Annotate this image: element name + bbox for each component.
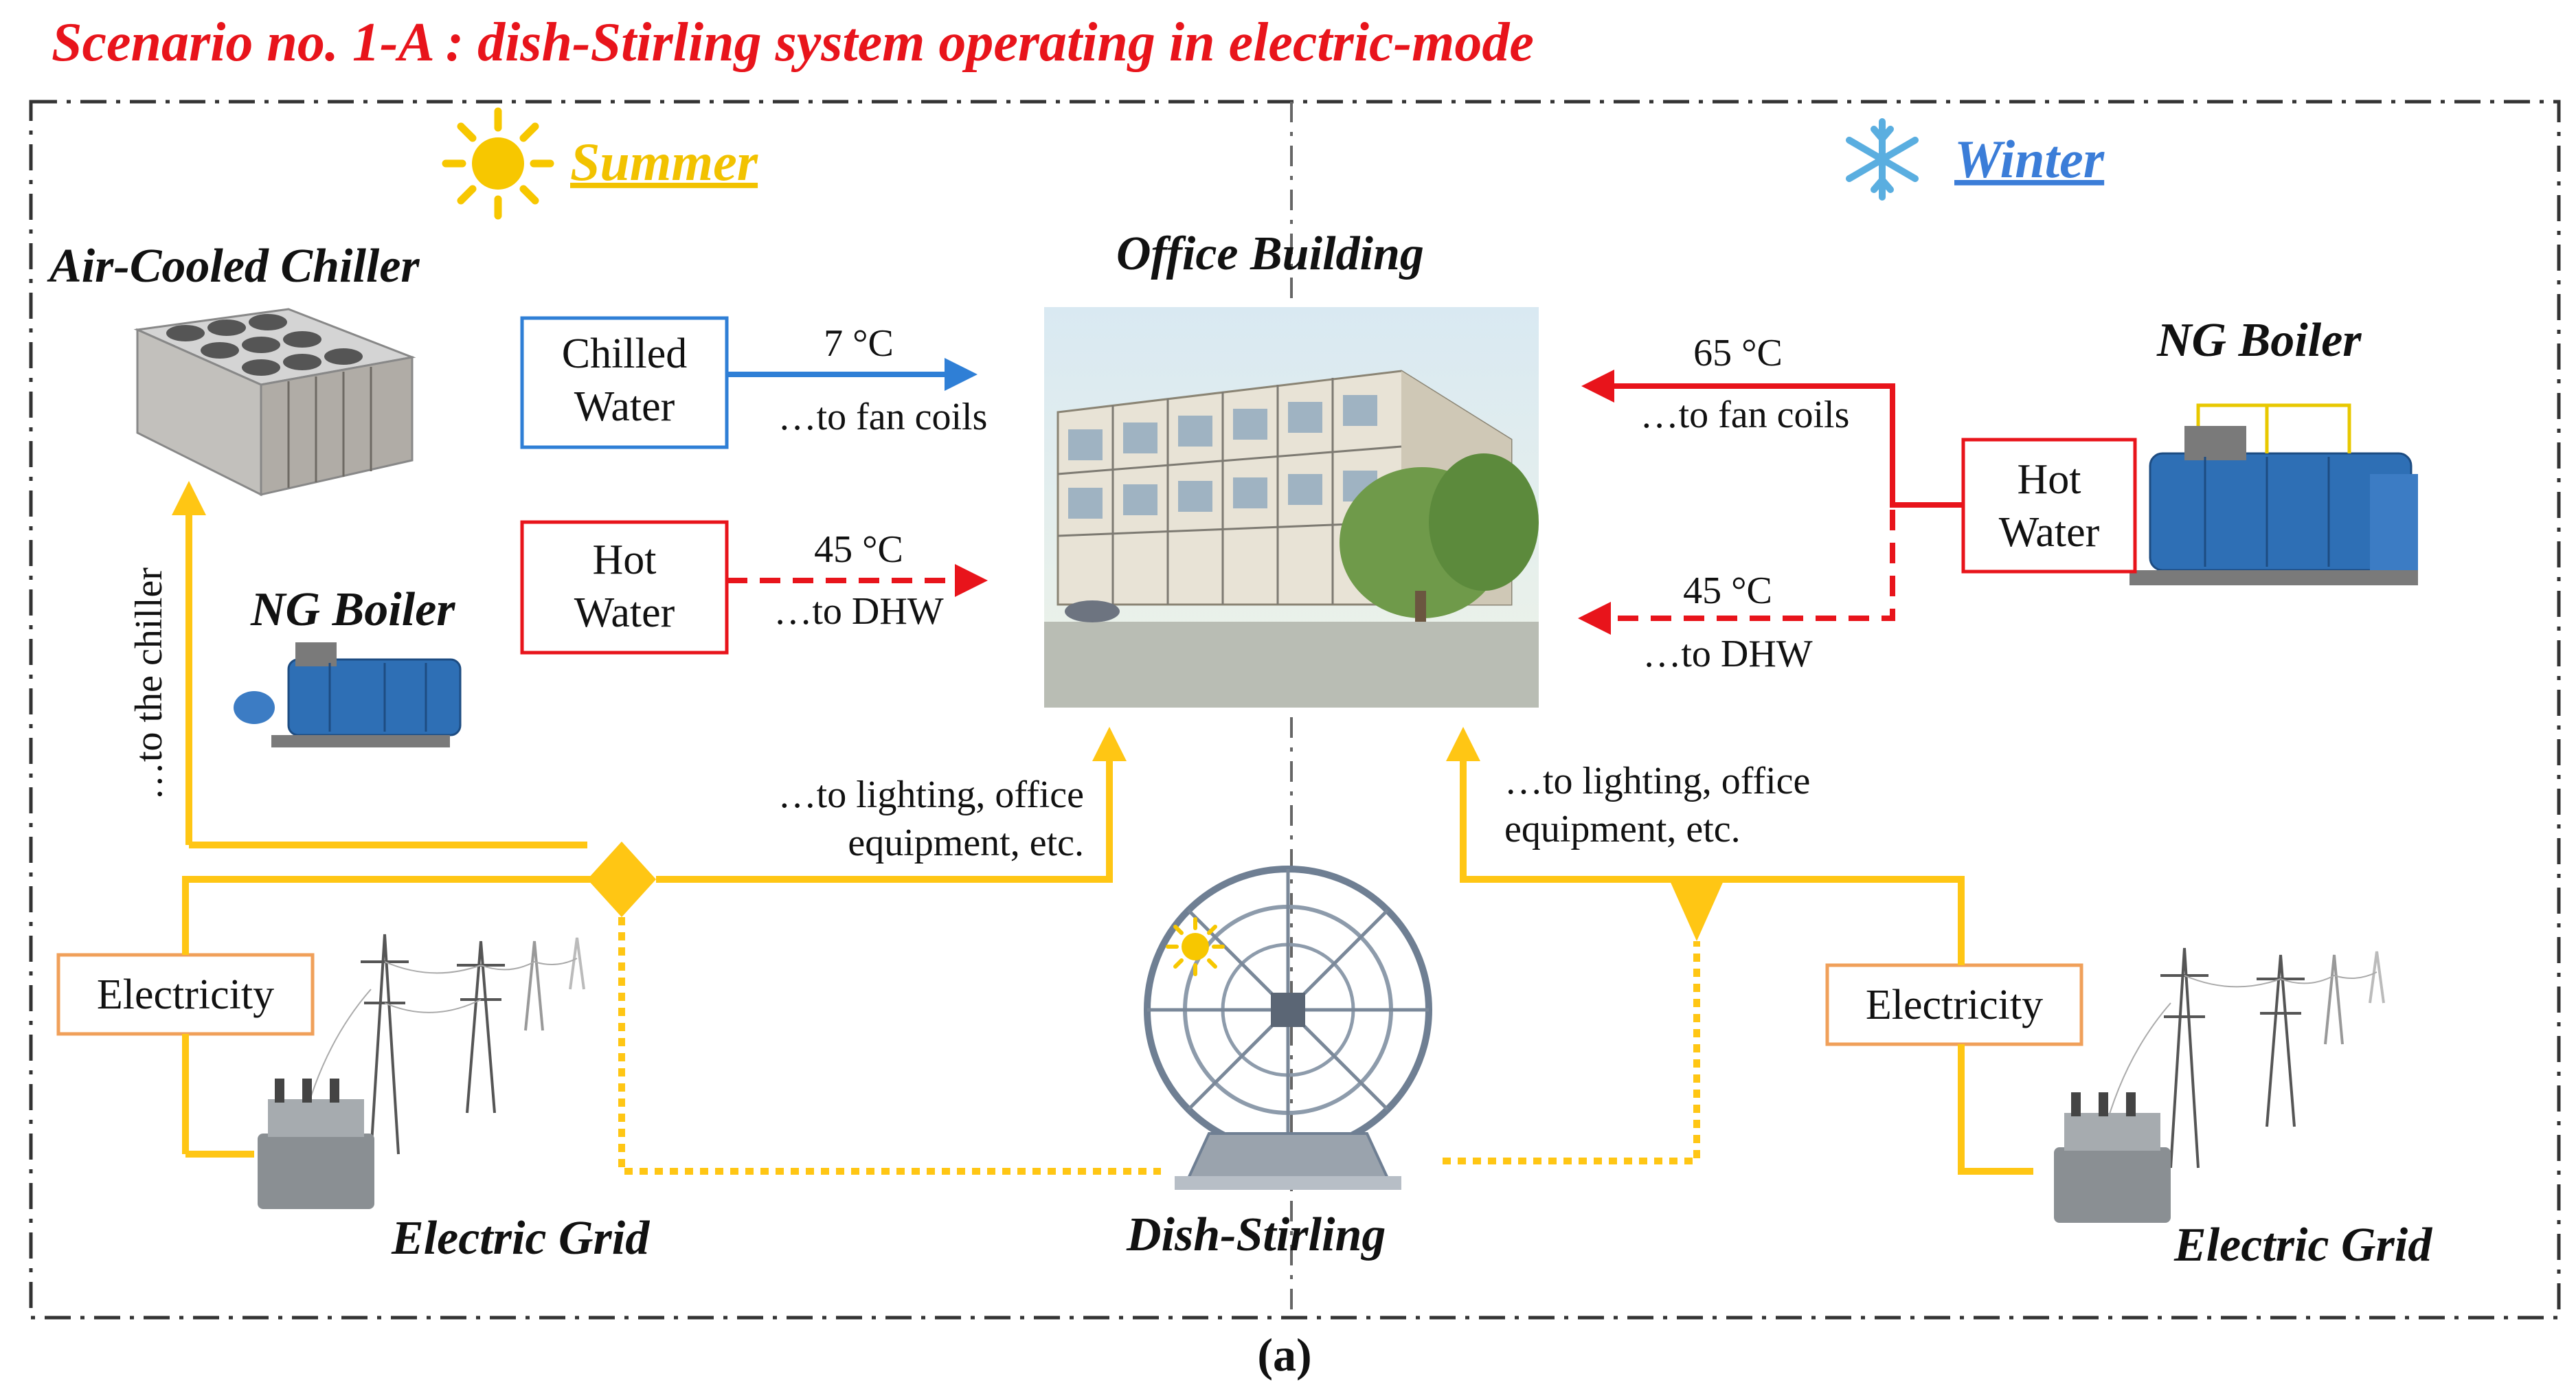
electricity-right-box [1825, 963, 2083, 1046]
lighting-left-line2: equipment, etc. [848, 822, 1084, 864]
winter-electric-network [1460, 739, 2033, 1175]
diagram-title: Scenario no. 1-A : dish-Stirling system … [52, 12, 1534, 73]
small-sun-icon [1166, 917, 1225, 976]
winter-dhw-temp-label: 45 °C [1683, 570, 1772, 612]
snowflake-icon [1846, 118, 1919, 201]
dish-to-winter-dotted-line [1443, 941, 1700, 1164]
hot-water-summer-line1: Hot [593, 537, 657, 583]
boiler-summer-image [234, 642, 462, 747]
electricity-right-label: Electricity [1866, 982, 2043, 1028]
winter-fan-temp-label: 65 °C [1693, 332, 1783, 374]
winter-dhw-arrow [1578, 510, 1895, 635]
hot-water-winter-line2: Water [1999, 509, 2100, 556]
hot-water-winter-line1: Hot [2018, 456, 2081, 503]
chilled-water-line2: Water [574, 383, 675, 430]
to-chiller-label: …to the chiller [128, 567, 170, 800]
chiller-heading: Air-Cooled Chiller [47, 240, 420, 293]
boiler-summer-heading: NG Boiler [250, 583, 455, 636]
dish-stirling-image [1144, 866, 1432, 1190]
power-lines-right-image [2101, 947, 2385, 1169]
grid-left-heading: Electric Grid [391, 1212, 650, 1265]
winter-fan-coil-arrow [1581, 370, 1963, 508]
dish-heading: Dish-Stirling [1126, 1208, 1386, 1261]
hot-water-summer-box [520, 520, 729, 655]
winter-label: Winter [1954, 129, 2105, 189]
transformer-left-icon [258, 1079, 374, 1209]
office-building-image [1044, 307, 1539, 708]
summer-junction-node [587, 842, 656, 917]
dish-to-summer-dotted-line [618, 917, 1161, 1175]
chiller-image [133, 308, 416, 497]
chilled-water-box [520, 316, 729, 449]
electricity-left-box [56, 953, 315, 1036]
sun-icon [442, 107, 554, 220]
figure-caption: (a) [1257, 1329, 1311, 1381]
hot-water-summer-line2: Water [574, 589, 675, 636]
dhw-summer-dest-label: …to DHW [773, 590, 943, 633]
electricity-left-label: Electricity [97, 971, 274, 1018]
winter-fan-dest-label: …to fan coils [1640, 394, 1850, 436]
boiler-winter-heading: NG Boiler [2156, 314, 2362, 367]
lighting-right-line2: equipment, etc. [1504, 808, 1741, 850]
winter-junction-node [1669, 879, 1724, 941]
lighting-right-line1: …to lighting, office [1504, 760, 1810, 802]
dhw-summer-temp-label: 45 °C [814, 528, 903, 571]
chilled-temp-label: 7 °C [824, 322, 894, 365]
transformer-right-icon [2054, 1092, 2171, 1223]
scenario-frame [29, 100, 2561, 1320]
grid-right-heading: Electric Grid [2173, 1219, 2432, 1272]
summer-electric-network [182, 493, 1113, 1158]
boiler-winter-image [2129, 403, 2418, 585]
office-heading: Office Building [1116, 227, 1424, 280]
lighting-left-line1: …to lighting, office [778, 774, 1084, 816]
summer-label: Summer [570, 132, 758, 192]
winter-dhw-dest-label: …to DHW [1642, 633, 1812, 675]
chilled-water-line1: Chilled [562, 330, 688, 377]
chilled-dest-label: …to fan coils [778, 396, 988, 438]
